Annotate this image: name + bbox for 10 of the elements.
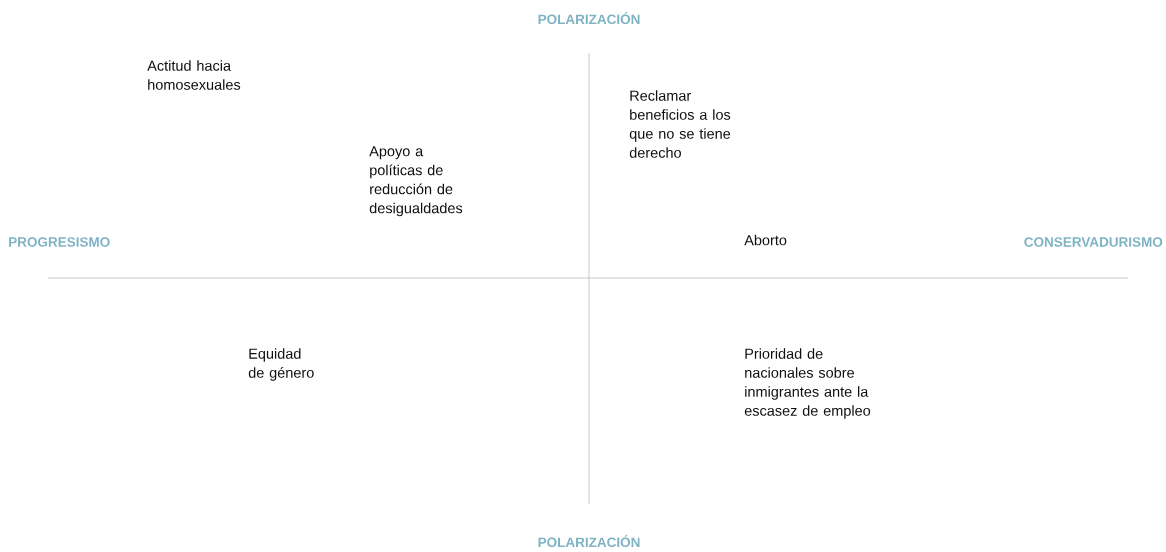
quadrant-label: Equidad de género — [248, 348, 314, 381]
quadrant-label: Aborto — [744, 234, 787, 246]
quadrant-label: Actitud hacia homosexuales — [147, 60, 241, 90]
axis-label: CONSERVADURISMO — [1024, 237, 1163, 247]
axis-label: PROGRESISMO — [9, 237, 110, 247]
axis-label: POLARIZACIÓN — [538, 534, 640, 548]
quadrant-label: Prioridad de nacionales sobre inmigrantes ante la escasez de empleo — [744, 348, 871, 419]
axis-label: POLARIZACIÓN — [538, 11, 640, 25]
quadrant-label: Reclamar beneficios a los que no se tiene derecho — [629, 90, 731, 158]
quadrant-label: Apoyo a políticas de reducción de desigualdades — [369, 146, 463, 217]
